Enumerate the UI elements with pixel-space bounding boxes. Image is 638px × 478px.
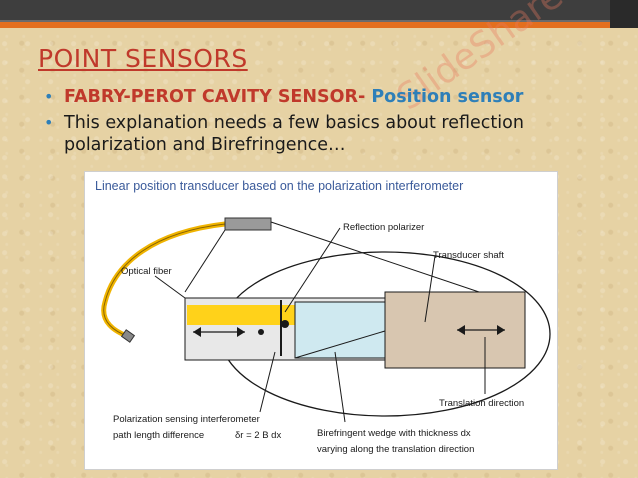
bullet-text: This explanation needs a few basics abou…	[64, 113, 524, 155]
bullet-item: • This explanation needs a few basics ab…	[42, 112, 612, 156]
top-bar-corner	[610, 0, 638, 28]
bullet-strong-text: FABRY-PEROT CAVITY SENSOR-	[64, 87, 366, 107]
fiber-connector	[120, 329, 136, 343]
projection-line-top	[270, 221, 486, 295]
leader-birefringent	[334, 351, 346, 423]
leader-reflection-polarizer	[284, 227, 341, 313]
label-birefringent-line1: Birefringent wedge with thickness dx	[317, 428, 471, 439]
label-polarization-line1: Polarization sensing interferometer	[113, 414, 260, 425]
top-bar-accent	[0, 22, 610, 28]
bullet-list: • FABRY-PEROT CAVITY SENSOR- Position se…	[42, 86, 612, 160]
label-reflection-polarizer: Reflection polarizer	[343, 222, 424, 233]
fiber-head	[224, 217, 272, 231]
label-polarization-line2: path length difference	[113, 430, 204, 441]
label-birefringent-line2: varying along the translation direction	[317, 444, 474, 455]
figure-caption: Linear position transducer based on the …	[95, 179, 463, 193]
leader-transducer-shaft	[424, 255, 436, 323]
bullet-icon: •	[44, 113, 54, 132]
label-translation-direction: Translation direction	[439, 398, 524, 409]
bullet-blue-text: Position sensor	[365, 87, 524, 107]
slide-title: POINT SENSORS	[38, 44, 248, 73]
right-double-arrow	[457, 325, 505, 335]
leader-optical-fiber	[154, 275, 186, 299]
diagram-figure: Linear position transducer based on the …	[84, 171, 558, 470]
label-optical-fiber: Optical fiber	[121, 266, 172, 277]
light-beam	[187, 305, 297, 325]
top-bar	[0, 0, 638, 20]
optical-fiber-outline	[103, 223, 226, 338]
sensor-dot	[258, 329, 264, 335]
label-transducer-shaft: Transducer shaft	[433, 250, 504, 261]
label-polarization-formula: δr = 2 B dx	[235, 430, 281, 441]
polarizer-dot	[281, 320, 289, 328]
bullet-icon: •	[44, 87, 54, 106]
diagram-svg: Linear position transducer based on the …	[95, 179, 551, 455]
leader-polarization	[259, 351, 276, 413]
projection-line-left	[184, 229, 226, 293]
bullet-item: • FABRY-PEROT CAVITY SENSOR- Position se…	[42, 86, 612, 108]
left-double-arrow	[193, 327, 245, 337]
